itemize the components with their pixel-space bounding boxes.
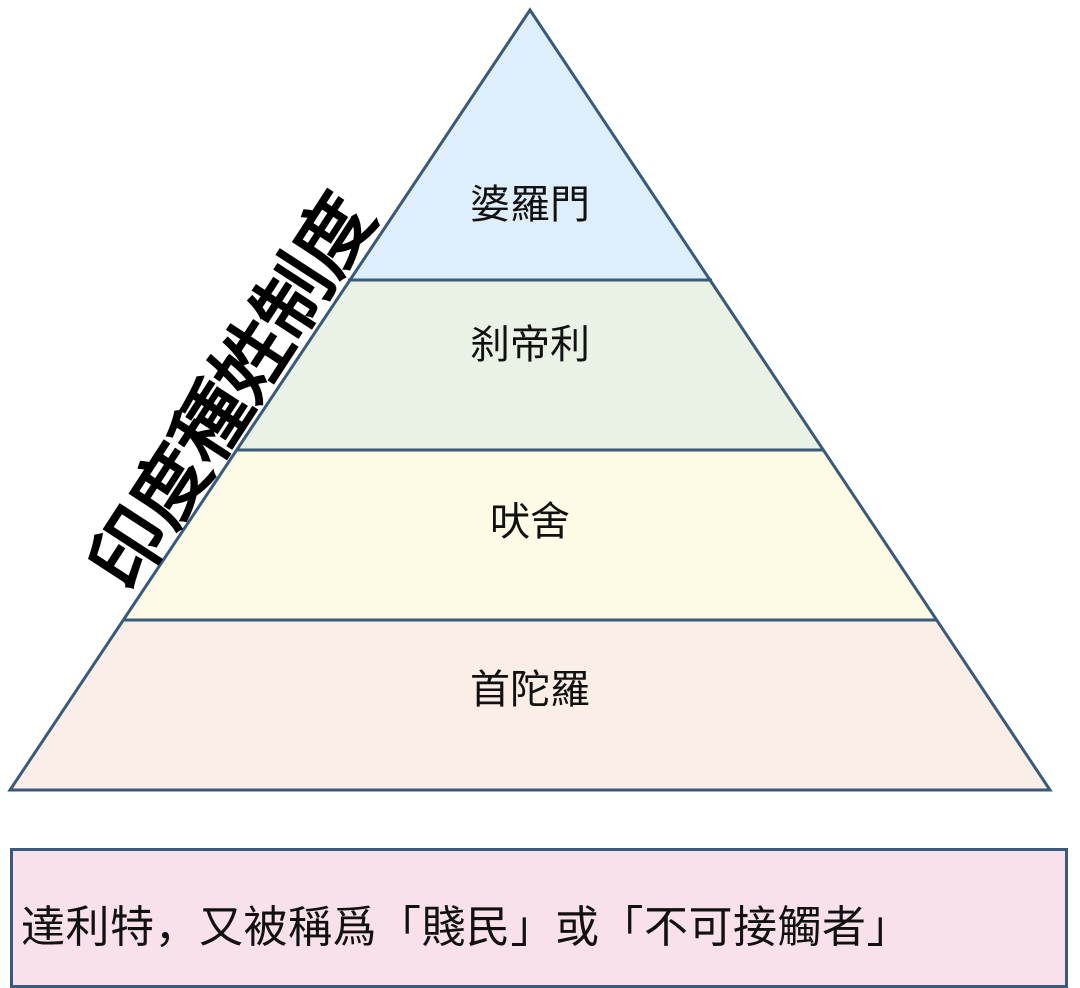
pyramid-tier-vaishya bbox=[124, 450, 936, 620]
tier-label-brahmin: 婆羅門 bbox=[470, 182, 590, 228]
tier-label-shudra: 首陀羅 bbox=[470, 667, 590, 713]
pyramid-tier-shudra bbox=[10, 620, 1050, 790]
tier-label-kshatriya: 刹帝利 bbox=[470, 322, 590, 368]
pyramid-tier-kshatriya bbox=[236, 280, 824, 450]
pyramid-outline bbox=[7, 7, 1053, 792]
dalit-note-box: 達利特，又被稱爲「賤民」或「不可接觸者」 bbox=[10, 848, 1068, 988]
caste-pyramid-diagram: 婆羅門 刹帝利 吠舍 首陀羅 bbox=[7, 7, 1053, 792]
dalit-note-text: 達利特，又被稱爲「賤民」或「不可接觸者」 bbox=[21, 902, 911, 953]
pyramid-tier-brahmin bbox=[348, 10, 712, 280]
tier-label-vaishya: 吠舍 bbox=[490, 499, 570, 545]
